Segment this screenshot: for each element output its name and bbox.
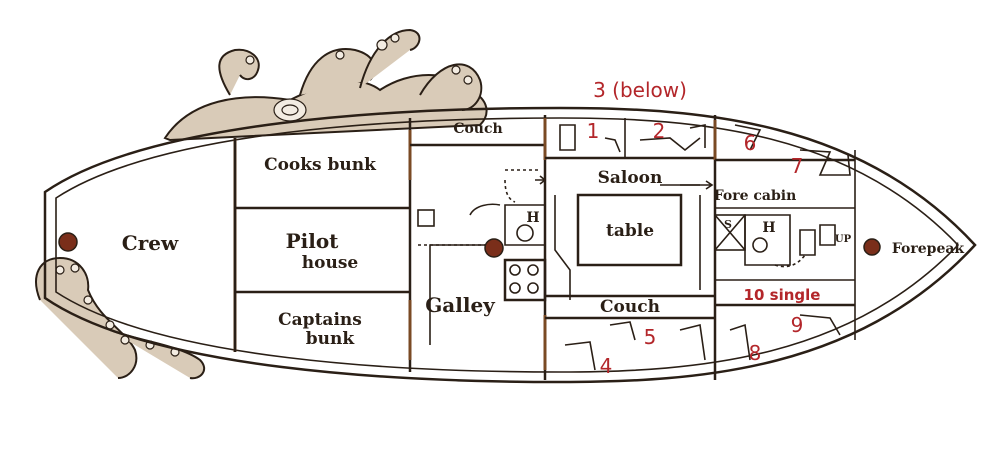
cabin-9: 9	[791, 313, 804, 337]
room-fore-cabin: Fore cabin	[714, 188, 797, 204]
cabin-4: 4	[600, 354, 613, 378]
cabin-2: 2	[653, 119, 666, 143]
room-saloon: Saloon	[598, 168, 663, 188]
cabin-3-below: 3 (below)	[593, 78, 687, 102]
room-couch-bottom: Couch	[600, 297, 660, 317]
room-pilot-house-1: Pilot	[286, 229, 340, 253]
cabin-7: 7	[791, 154, 804, 178]
room-captains-bunk-1: Captains	[278, 310, 362, 330]
hull-inner	[55, 117, 960, 373]
room-captains-bunk-2: bunk	[306, 329, 356, 349]
hull-outline	[43, 106, 977, 384]
galley-locker	[417, 209, 435, 227]
main-mast	[484, 238, 504, 258]
room-couch-top: Couch	[453, 121, 502, 137]
arrow-icon	[680, 180, 714, 190]
head-galley-label: H	[526, 210, 539, 226]
shower-label: S	[724, 218, 732, 231]
arrow-icon	[535, 175, 547, 185]
stove	[503, 258, 547, 302]
cabin-8: 8	[749, 341, 762, 365]
cabin-1: 1	[587, 119, 600, 143]
mizzen-mast	[58, 232, 78, 252]
cabin-10-single: 10 single	[744, 286, 821, 304]
cabin-5: 5	[644, 325, 657, 349]
cabin-6: 6	[744, 131, 757, 155]
head-fore-label: H	[762, 220, 775, 236]
saloon-table	[576, 193, 683, 267]
galley-head-box	[504, 204, 546, 246]
fore-mast	[863, 238, 881, 256]
room-pilot-house-2: house	[302, 253, 359, 273]
kraken-illustration	[163, 28, 488, 142]
room-crew: Crew	[122, 231, 179, 255]
saloon-table-label: table	[606, 221, 654, 241]
kraken-tentacles-lower	[35, 256, 206, 380]
room-forepeak: Forepeak	[892, 241, 965, 257]
room-galley: Galley	[425, 293, 496, 317]
room-cooks-bunk: Cooks bunk	[264, 155, 377, 175]
stairs-up-label: UP	[835, 234, 852, 245]
